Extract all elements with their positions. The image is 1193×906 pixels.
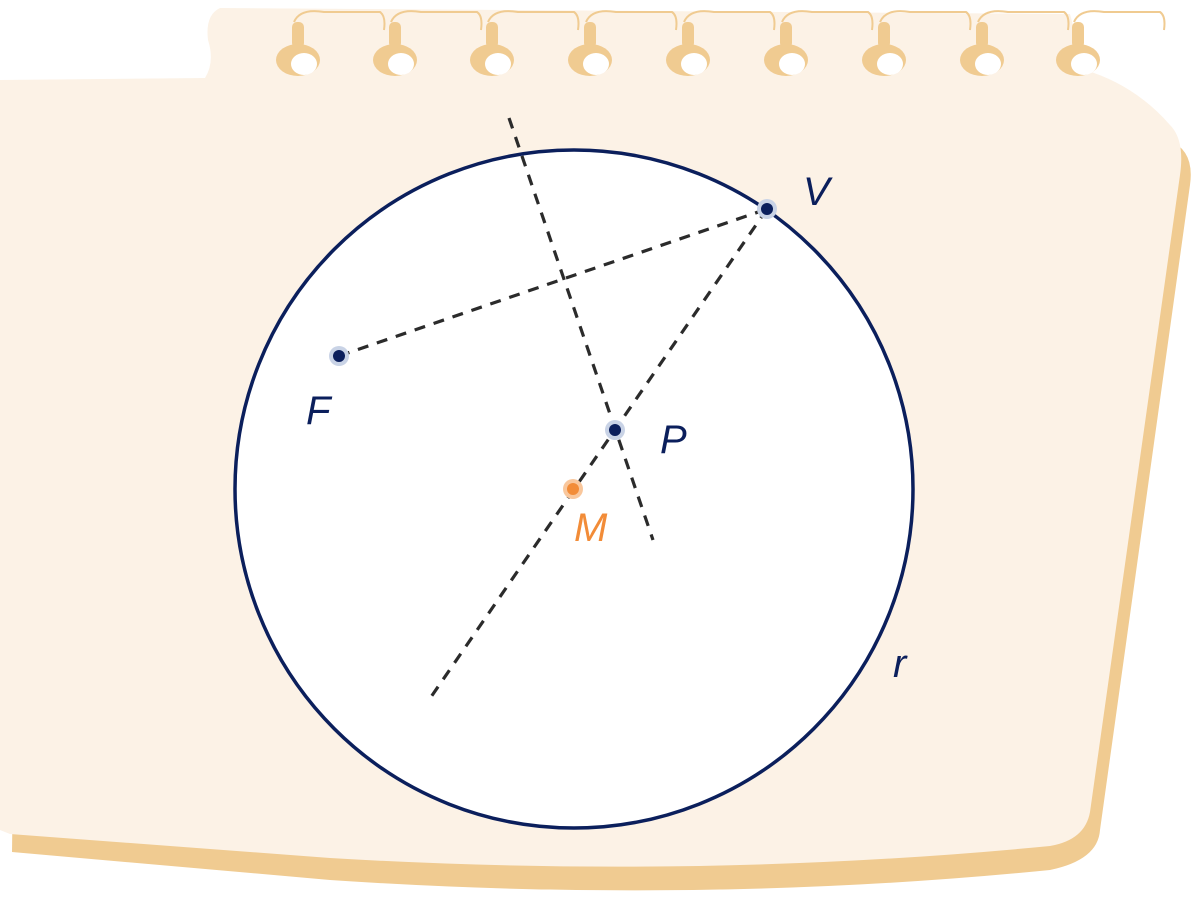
spiral-wire [780,22,792,48]
page-tab-edge [1073,10,1166,31]
label-P: P [660,418,687,462]
spiral-hole-inner [877,53,903,75]
page-tab-edge [293,10,386,31]
spiral-hole-inner [975,53,1001,75]
page-tabs [293,10,1166,31]
spiral-wire [292,22,304,48]
segment-F-V [338,207,768,358]
spiral-hole-inner [485,53,511,75]
page-tab-edge [781,10,874,31]
label-M: M [574,506,608,550]
perpendicular-bisector-FV [507,117,655,541]
spiral-hole-inner [291,53,317,75]
page-tab-edge [977,10,1070,31]
construction-lines [338,117,769,698]
label-F: F [306,389,333,433]
spiral-wire [878,22,890,48]
spiral-wire [584,22,596,48]
spiral-wire [976,22,988,48]
point-M-dot [567,483,579,495]
page-tab-edge [390,10,483,31]
label-r: r [893,642,908,686]
spiral-hole-inner [779,53,805,75]
point-V[interactable] [757,199,777,219]
point-F-dot [333,350,345,362]
spiral-wire [682,22,694,48]
spiral-wire [1072,22,1084,48]
spiral-hole-inner [1071,53,1097,75]
spiral-wire [486,22,498,48]
spiral-wire [389,22,401,48]
page-tab-edge [683,10,776,31]
point-P-dot [609,424,621,436]
spiral-hole-inner [681,53,707,75]
label-V: V [803,170,833,214]
page-tab-edge [487,10,580,31]
spiral-hole-inner [388,53,414,75]
point-P[interactable] [605,420,625,440]
spiral-holes [276,22,1100,76]
page-tab-edge [879,10,972,31]
spiral-hole-inner [583,53,609,75]
page-tab-edge [585,10,678,31]
point-V-dot [761,203,773,215]
point-F[interactable] [329,346,349,366]
point-M[interactable] [563,479,583,499]
